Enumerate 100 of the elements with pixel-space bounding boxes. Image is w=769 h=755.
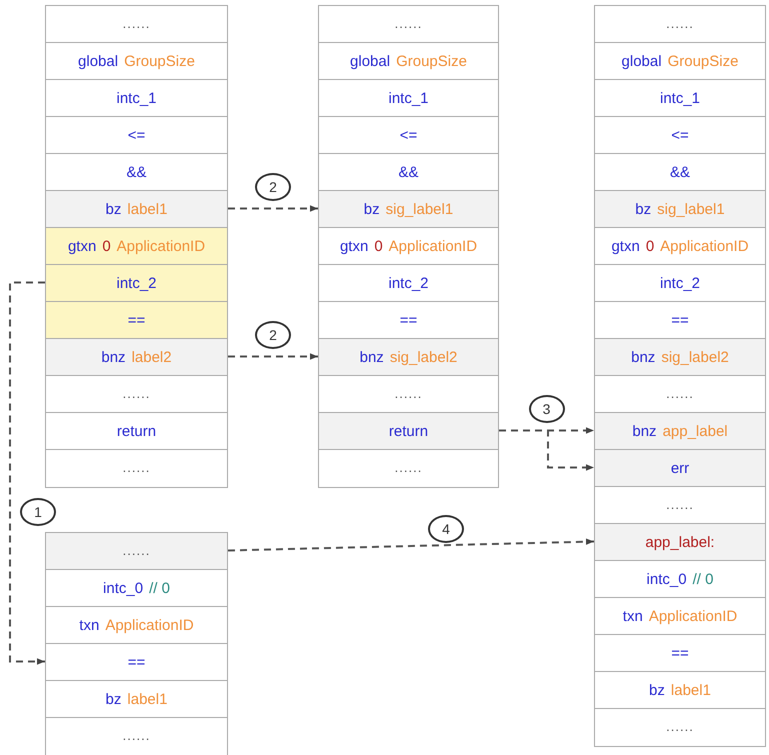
code-row-cell (594, 79, 766, 118)
opcode-text: intc_2 (116, 274, 157, 292)
code-row-cell (45, 5, 228, 44)
ellipsis-text: ...... (666, 498, 694, 513)
code-row-cell (45, 643, 228, 682)
code-row-cell (45, 449, 228, 488)
operand-text: 0 (646, 238, 654, 255)
code-row-cell (594, 5, 766, 44)
code-row-cell (594, 486, 766, 524)
ellipsis-text: ...... (122, 386, 150, 402)
operand-text: app_label (662, 422, 728, 440)
code-row-cell (318, 116, 499, 154)
opcode-text: == (400, 312, 418, 329)
operand-text: ApplicationID (660, 238, 749, 255)
opcode-text: bz (106, 690, 122, 708)
opcode-text: intc_0 (103, 580, 144, 597)
ellipsis-text: ...... (394, 460, 422, 476)
code-row-cell (594, 338, 766, 376)
code-row-cell (45, 338, 228, 376)
step-number: 1 (20, 498, 56, 526)
opcode-text: == (671, 312, 689, 329)
opcode-text: && (126, 164, 146, 181)
code-row-cell (45, 680, 228, 718)
operand-text: label1 (127, 690, 168, 708)
code-row-cell (594, 708, 766, 746)
code-row-cell (45, 717, 228, 755)
ellipsis-text: ...... (122, 460, 150, 476)
step-number: 2 (255, 320, 291, 348)
operand-text: sig_label2 (661, 348, 729, 366)
opcode-text: bz (635, 200, 652, 218)
opcode-text: global (622, 52, 662, 70)
code-row-cell (594, 153, 766, 192)
code-row-cell (594, 375, 766, 414)
operand-text: ApplicationID (116, 238, 206, 255)
code-row-cell (45, 569, 228, 608)
dashed-arrow (228, 538, 594, 552)
dashed-arrow (228, 353, 318, 360)
code-row-cell (45, 116, 228, 154)
code-row-cell (318, 338, 499, 376)
opcode-text: == (128, 312, 146, 329)
operand-text: GroupSize (396, 52, 467, 70)
opcode-text: bz (106, 200, 122, 218)
ellipsis-text: ...... (122, 544, 150, 559)
opcode-text: intc_1 (388, 90, 429, 107)
code-row-cell (45, 190, 228, 228)
operand-text: 0 (102, 238, 111, 255)
opcode-text: gtxn (340, 238, 368, 255)
operand-text: 0 (374, 238, 383, 255)
code-row-cell (318, 5, 499, 44)
operand-text: ApplicationID (648, 608, 738, 625)
dashed-arrow (9, 282, 45, 665)
opcode-text: txn (622, 608, 643, 625)
operand-text: ApplicationID (105, 616, 194, 634)
code-row-cell (318, 449, 499, 488)
opcode-text: global (78, 52, 118, 70)
opcode-text: gtxn (611, 238, 640, 255)
code-row-cell (318, 412, 499, 450)
code-row-cell (594, 412, 766, 450)
ellipsis-text: ...... (122, 728, 150, 744)
code-row-cell (594, 42, 766, 80)
code-row-cell (45, 153, 228, 192)
opcode-text: err (670, 460, 690, 477)
opcode-text: && (670, 164, 690, 181)
opcode-text: bnz (632, 422, 657, 440)
code-row-cell (45, 79, 228, 118)
code-row-cell (594, 560, 766, 598)
opcode-text: <= (400, 126, 418, 144)
dashed-arrow (228, 205, 318, 212)
operand-text: label1 (127, 200, 168, 218)
opcode-text: txn (79, 616, 100, 634)
ellipsis-text: ...... (666, 720, 694, 735)
opcode-text: return (388, 422, 428, 440)
code-row-cell (594, 634, 766, 672)
opcode-text: <= (671, 126, 689, 144)
code-row-cell (45, 227, 228, 266)
code-row-cell (594, 227, 766, 266)
code-row-cell (318, 153, 499, 192)
opcode-text: bz (649, 682, 665, 699)
operand-text: ApplicationID (388, 238, 478, 255)
opcode-text: == (671, 644, 689, 662)
code-row-cell (318, 42, 499, 80)
code-row-cell (594, 190, 766, 228)
code-row-cell (45, 412, 228, 450)
code-row-cell (45, 264, 228, 302)
code-row-cell (45, 301, 228, 340)
code-row-cell (45, 532, 228, 570)
operand-text: label1 (670, 682, 711, 699)
opcode-text: bnz (101, 348, 126, 366)
code-row-cell (594, 264, 766, 302)
code-row-cell (594, 116, 766, 154)
code-row-cell (594, 597, 766, 636)
opcode-text: intc_1 (116, 90, 157, 107)
step-number: 4 (428, 514, 464, 542)
opcode-text: app_label: (645, 534, 715, 551)
opcode-text: bnz (360, 348, 384, 366)
opcode-text: gtxn (68, 238, 96, 255)
operand-text: GroupSize (668, 52, 738, 70)
opcode-text: intc_0 (646, 570, 687, 588)
opcode-text: bnz (631, 348, 656, 366)
opcode-text: && (398, 164, 418, 181)
